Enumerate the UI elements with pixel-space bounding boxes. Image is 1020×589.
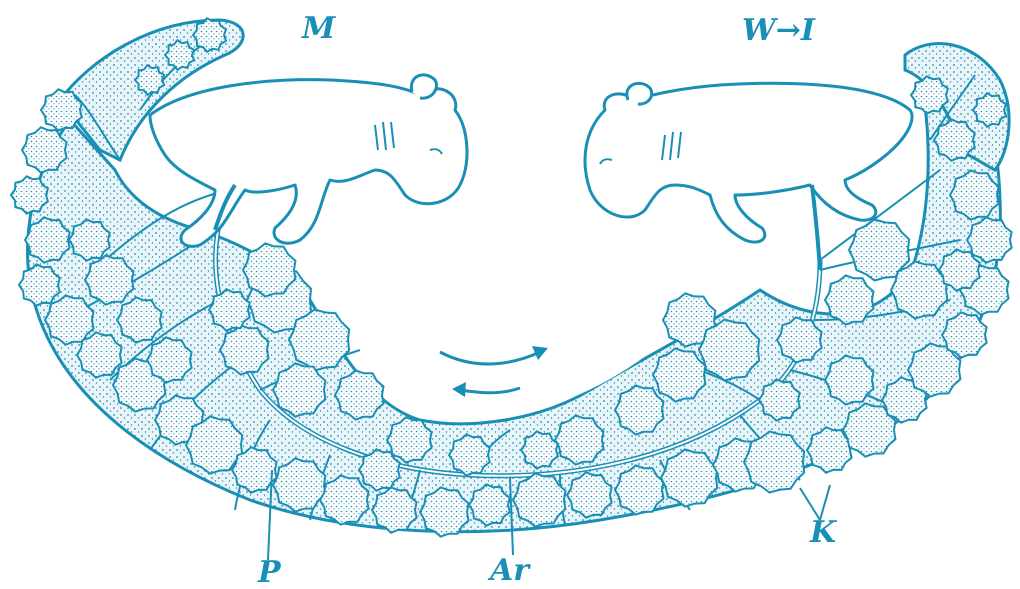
- fetus-left-body: [150, 80, 467, 247]
- label-m: M: [302, 14, 335, 44]
- cotyledon-icon: [273, 458, 325, 511]
- cotyledon-icon: [825, 355, 874, 404]
- cotyledon-icon: [615, 465, 664, 514]
- cotyledon-icon: [289, 310, 349, 371]
- cotyledon-icon: [220, 325, 269, 374]
- cotyledon-icon: [513, 473, 565, 526]
- label-k: K: [810, 518, 836, 548]
- cotyledon-icon: [273, 363, 325, 416]
- cotyledon-icon: [420, 487, 469, 536]
- cotyledon-icon: [186, 416, 242, 473]
- cotyledon-icon: [825, 275, 874, 324]
- cotyledon-icon: [615, 385, 664, 434]
- cotyledon-icon: [555, 415, 604, 464]
- cotyledon-icon: [699, 320, 759, 381]
- cotyledon-icon: [85, 255, 134, 304]
- cotyledon-icon: [243, 243, 295, 296]
- cotyledon-icon: [950, 170, 999, 219]
- cotyledon-icon: [653, 348, 705, 401]
- cotyledon-icon: [335, 370, 384, 419]
- label-ar: Ar: [490, 556, 529, 586]
- fetus-right-body: [585, 83, 912, 242]
- cotyledon-icon: [320, 475, 369, 524]
- label-w-to-i: W→I: [742, 16, 815, 46]
- cotyledon-icon: [967, 217, 1012, 262]
- cotyledon-icon: [661, 449, 717, 506]
- label-p: P: [258, 558, 281, 588]
- cotyledon-icon: [744, 432, 804, 493]
- fetus-left: [150, 75, 467, 246]
- cotyledon-icon: [45, 295, 94, 344]
- fetus-right-ear: [627, 83, 652, 104]
